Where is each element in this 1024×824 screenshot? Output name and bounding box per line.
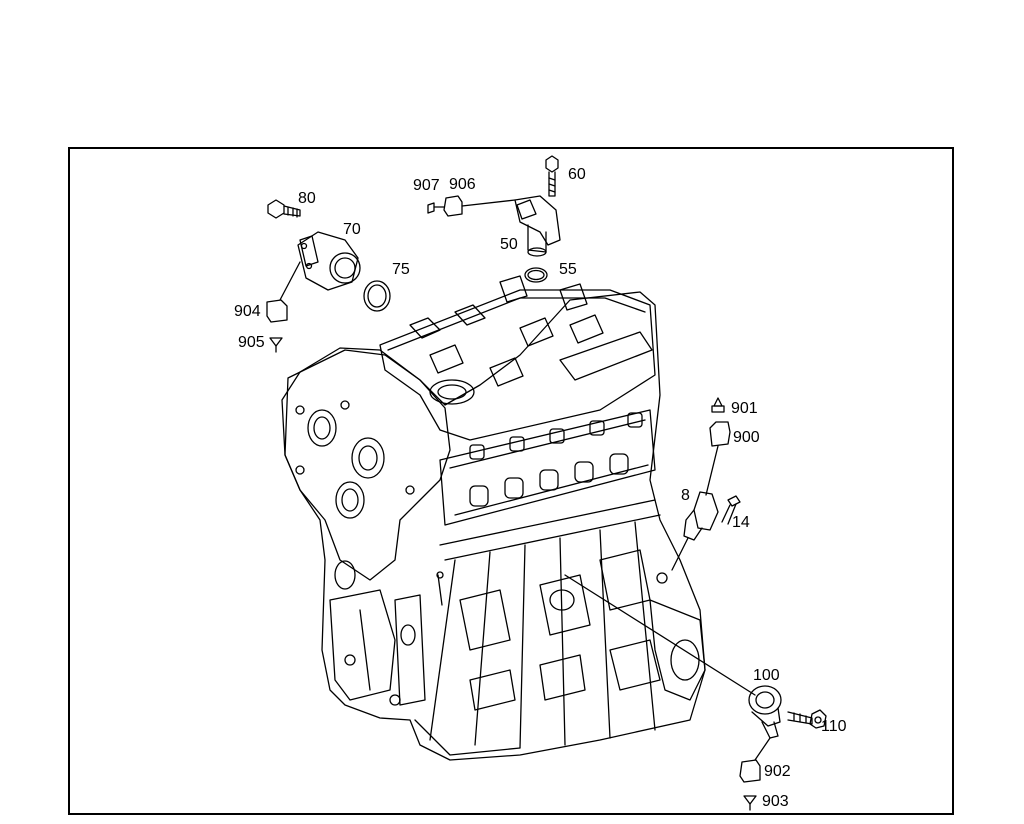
- camshaft-sensor-group: [427, 155, 561, 283]
- callout-901: 901: [731, 400, 758, 417]
- callout-60: 60: [568, 166, 586, 183]
- diagram-frame: [68, 147, 954, 815]
- callout-907: 907: [413, 177, 440, 194]
- callout-8: 8: [681, 487, 690, 504]
- callout-905: 905: [238, 334, 265, 351]
- camshaft-actuator-group: [266, 199, 391, 353]
- callout-100: 100: [753, 667, 780, 684]
- callout-900: 900: [733, 429, 760, 446]
- callout-906: 906: [449, 176, 476, 193]
- callout-75: 75: [392, 261, 410, 278]
- callout-55: 55: [559, 261, 577, 278]
- knock-sensor-group: [564, 574, 827, 811]
- callout-902: 902: [764, 763, 791, 780]
- engine-block: [281, 275, 706, 761]
- callout-904: 904: [234, 303, 261, 320]
- callout-110: 110: [821, 718, 847, 735]
- sensor-8-group: [656, 397, 741, 584]
- callout-14: 14: [732, 514, 750, 531]
- callout-903: 903: [762, 793, 789, 810]
- callout-80: 80: [298, 190, 316, 207]
- callout-50: 50: [500, 236, 518, 253]
- callout-70: 70: [343, 221, 361, 238]
